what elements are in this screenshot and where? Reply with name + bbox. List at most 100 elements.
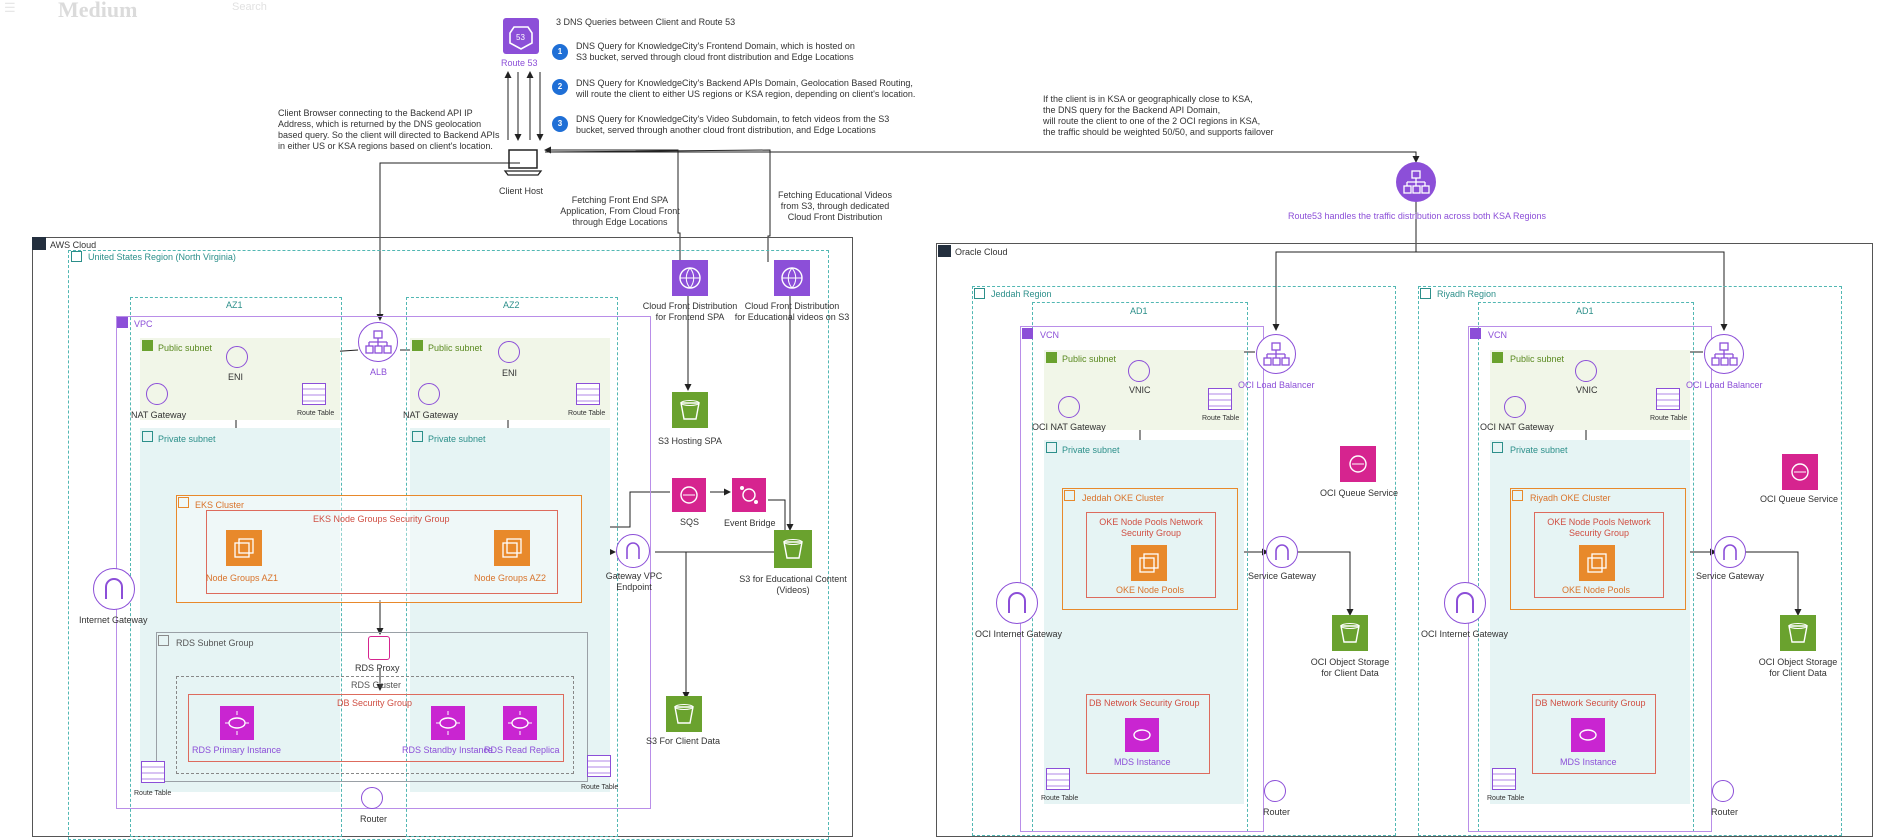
lock-icon (142, 431, 153, 442)
vpc-icon (117, 317, 128, 328)
lock-icon (412, 340, 423, 351)
mds-label: MDS Instance (1114, 757, 1171, 767)
router-label: Router (360, 814, 388, 824)
ad1-label: AD1 (1130, 306, 1148, 316)
browser-top-bar: ☰ Medium Search (0, 0, 1889, 22)
lock-icon (1046, 442, 1057, 453)
oci-internet-gateway-label: OCI Internet Gateway (975, 629, 1063, 639)
sqs-label: SQS (680, 517, 700, 527)
nat-gateway-label: NAT Gateway (131, 410, 187, 420)
public-subnet-label: Public subnet (158, 343, 213, 353)
internet-gateway-icon (93, 568, 135, 610)
az1-label: AZ1 (226, 300, 243, 310)
oci-load-balancer-label: OCI Load Balancer (1238, 380, 1315, 390)
nat-gateway-icon (146, 383, 168, 405)
vcn-label: VCN (1040, 330, 1060, 340)
db-security-group (188, 694, 564, 762)
dns-query-text: DNS Query for KnowledgeCity's Frontend D… (576, 41, 855, 51)
route53-ksa-label: Route53 handles the traffic distribution… (1288, 211, 1546, 221)
az2-label: AZ2 (503, 300, 520, 310)
oci-load-balancer-icon (1704, 334, 1744, 374)
rds-subnet-group (156, 632, 588, 782)
oracle-logo-icon (938, 245, 951, 257)
dns-query-text: bucket, served through another cloud fro… (576, 125, 876, 135)
oke-cluster-group (1062, 488, 1238, 610)
route-table-label: Route Table (1041, 795, 1079, 802)
route-table-icon (576, 383, 600, 405)
oci-queue-label: OCI Queue Service (1320, 488, 1399, 498)
event-bridge-icon (732, 478, 766, 512)
vnic-label: VNIC (1129, 385, 1151, 395)
route-table-label: Route Table (297, 410, 335, 417)
alb-icon (358, 322, 398, 362)
oci-queue-label: OCI Queue Service (1760, 494, 1839, 504)
vcn-label: VCN (1488, 330, 1508, 340)
private-subnet-label: Private subnet (428, 434, 486, 444)
mds-label: MDS Instance (1560, 757, 1617, 767)
lock-icon (1046, 352, 1057, 363)
dns-query-text: DNS Query for KnowledgeCity's Video Subd… (576, 114, 890, 124)
vcn-icon (1470, 328, 1481, 339)
vcn-icon (1022, 328, 1033, 339)
eni-label: ENI (502, 368, 518, 378)
mds-icon (1571, 718, 1605, 752)
s3-spa-label: S3 Hosting SPA (658, 436, 722, 446)
public-subnet-label: Public subnet (1062, 354, 1117, 364)
service-gateway-icon (1266, 536, 1298, 568)
db-nsg-label: DB Network Security Group (1089, 698, 1200, 708)
mds-icon (1125, 718, 1159, 752)
s3-bucket-icon (672, 392, 708, 428)
alb-label: ALB (370, 367, 388, 377)
menu-icon[interactable]: ☰ (4, 0, 16, 15)
route-table-label: Route Table (134, 790, 172, 797)
svg-text:53: 53 (516, 33, 525, 42)
subnet-group-icon (158, 635, 169, 646)
node-pool-icon (1131, 545, 1167, 581)
router-label: Router (1263, 807, 1291, 817)
route-table-icon (302, 383, 326, 405)
public-subnet-label: Public subnet (428, 343, 483, 353)
private-subnet-label: Private subnet (1510, 445, 1568, 455)
oci-internet-gateway-icon (996, 582, 1038, 624)
oke-cluster-label: Riyadh OKE Cluster (1530, 493, 1611, 503)
node-group-az1-label: Node Groups AZ1 (206, 573, 279, 583)
vnic-icon (1128, 360, 1150, 382)
route-table-icon (1492, 768, 1516, 790)
router-icon (1712, 780, 1734, 802)
oracle-cloud-label: Oracle Cloud (955, 247, 1008, 257)
jeddah-region-label: Jeddah Region (991, 289, 1052, 299)
router-icon (361, 787, 383, 809)
rds-cluster-label: RDS Cluster (351, 680, 402, 690)
route-table-label: Route Table (568, 410, 606, 417)
rds-proxy-icon (368, 636, 390, 660)
oke-nsg-group (1534, 512, 1664, 598)
lock-icon (142, 340, 153, 351)
vnic-label: VNIC (1576, 385, 1598, 395)
dns-query-text: S3 bucket, served through cloud front di… (576, 52, 854, 62)
oci-queue-icon (1340, 446, 1376, 482)
nat-gateway-label: NAT Gateway (403, 410, 459, 420)
brand-logo[interactable]: Medium (58, 0, 138, 22)
dns-query-text: DNS Query for KnowledgeCity's Backend AP… (576, 78, 913, 88)
route-table-icon (587, 755, 611, 777)
oci-nat-label: OCI NAT Gateway (1480, 422, 1554, 432)
oci-load-balancer-icon (1256, 334, 1296, 374)
route53-icon: 53 (503, 18, 539, 54)
internet-gateway-label: Internet Gateway (79, 615, 148, 625)
step-badge: 1 (552, 44, 568, 60)
route53-label: Route 53 (501, 58, 538, 68)
db-nsg-group (1532, 694, 1656, 774)
eni-label: ENI (228, 372, 244, 382)
db-nsg-group (1086, 694, 1210, 774)
node-group-icon (494, 530, 530, 566)
laptop-icon (503, 144, 543, 186)
object-storage-icon (1332, 615, 1368, 651)
search-input[interactable]: Search (232, 1, 267, 13)
node-group-icon (226, 530, 262, 566)
service-gateway-icon (1714, 536, 1746, 568)
